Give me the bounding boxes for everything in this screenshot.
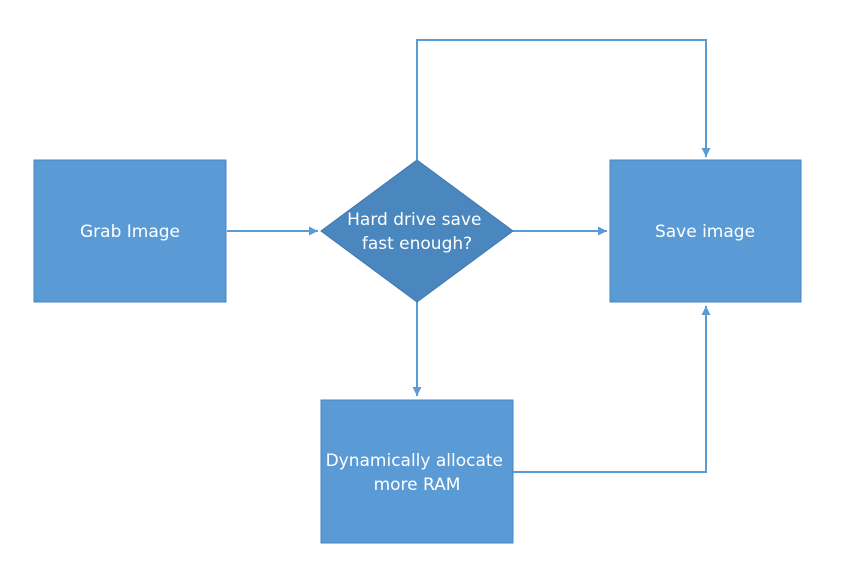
node-save-image[interactable]: Save image xyxy=(609,159,802,303)
decision-diamond xyxy=(320,159,514,303)
edge-decision-over-top-to-save xyxy=(416,39,711,160)
edge-allocate-to-save xyxy=(513,306,711,473)
save-image-label: Save image xyxy=(655,222,755,242)
node-allocate-ram[interactable]: Dynamically allocate more RAM xyxy=(320,399,514,544)
save-image-box xyxy=(609,159,802,303)
decision-label: Hard drive save fast enough? xyxy=(347,210,487,254)
grab-image-label: Grab Image xyxy=(80,222,180,242)
grab-image-box xyxy=(33,159,227,303)
allocate-ram-label: Dynamically allocate more RAM xyxy=(326,451,509,495)
connectors xyxy=(227,39,711,473)
decision-label-line1: Hard drive save xyxy=(347,210,481,230)
allocate-ram-label-line1: Dynamically allocate xyxy=(326,451,503,471)
decision-label-line2: fast enough? xyxy=(362,234,472,254)
node-grab-image[interactable]: Grab Image xyxy=(33,159,227,303)
allocate-ram-box xyxy=(320,399,514,544)
node-decision[interactable]: Hard drive save fast enough? xyxy=(320,159,514,303)
allocate-ram-label-line2: more RAM xyxy=(374,475,461,495)
